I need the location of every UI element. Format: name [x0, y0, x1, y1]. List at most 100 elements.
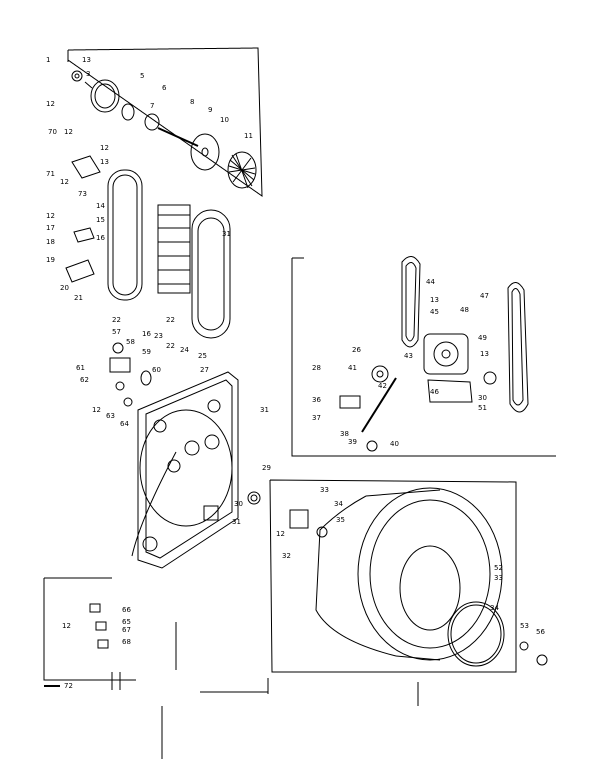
part-9-shaft [157, 127, 199, 147]
callout-24: 24 [180, 346, 189, 354]
part-3-hole [74, 73, 80, 79]
part-62-clip [115, 381, 125, 391]
blower-group-frame [67, 47, 263, 197]
leader [84, 81, 93, 89]
callout-42: 42 [378, 382, 387, 390]
part-47-belt-inner [511, 288, 524, 406]
callout-39: 39 [348, 438, 357, 446]
callout-16a: 16 [96, 234, 105, 242]
part-5-pulley [90, 79, 120, 113]
callout-30a: 30 [234, 500, 243, 508]
callout-12d: 12 [60, 178, 69, 186]
rear-panel-hole-4 [153, 419, 167, 433]
part-drum-front-inner [369, 499, 491, 649]
part-25-duct-outer [191, 209, 231, 339]
rear-panel-hole-1 [184, 440, 200, 456]
callout-58: 58 [126, 338, 135, 346]
callout-5: 5 [140, 72, 144, 80]
motor-shaft [441, 349, 451, 359]
callout-31c: 31 [232, 518, 241, 526]
callout-22c: 22 [166, 342, 175, 350]
callout-67: 67 [122, 626, 131, 634]
callout-26: 26 [352, 346, 361, 354]
callout-12f: 12 [92, 406, 101, 414]
callout-53: 53 [520, 622, 529, 630]
part-47-belt [507, 282, 529, 413]
callout-48: 48 [460, 306, 469, 314]
callout-15: 15 [96, 216, 105, 224]
rear-panel-hole-6 [142, 536, 158, 552]
callout-65: 65 [122, 618, 131, 626]
motor-group [291, 256, 556, 457]
callout-51: 51 [478, 404, 487, 412]
belt-idler-group [65, 155, 231, 407]
part-63-clip [123, 397, 133, 407]
callout-40: 40 [390, 440, 399, 448]
rear-panel-hole-2 [167, 459, 181, 473]
scan-marks [161, 622, 419, 759]
part-40-idler-pulley [366, 440, 378, 452]
callout-37: 37 [312, 414, 321, 422]
callout-12c: 12 [100, 144, 109, 152]
part-10-hub [201, 147, 209, 157]
callout-29: 29 [262, 464, 271, 472]
part-32-roller [316, 526, 328, 538]
part-30-bearing-inner [250, 494, 258, 502]
callout-20: 20 [60, 284, 69, 292]
callout-45: 45 [430, 308, 439, 316]
part-42-pulley [371, 365, 389, 383]
callout-34b: 34 [490, 604, 499, 612]
callout-70: 70 [48, 128, 57, 136]
part-48-motor [423, 333, 469, 375]
part-14-belt-inner [112, 174, 138, 296]
callout-23: 23 [154, 332, 163, 340]
callout-60: 60 [152, 366, 161, 374]
callout-44: 44 [426, 278, 435, 286]
part-58-switch [112, 342, 124, 354]
callout-30b: 30 [478, 394, 487, 402]
callout-7: 7 [150, 102, 154, 110]
callout-13a: 13 [82, 56, 91, 64]
part-50-pulley [483, 371, 497, 385]
blower-wheel-vanes [228, 153, 256, 189]
callout-6: 6 [162, 84, 167, 92]
callout-52: 52 [494, 564, 503, 572]
part-71-bracket [71, 155, 101, 179]
callout-46: 46 [430, 388, 439, 396]
callout-27: 27 [200, 366, 209, 374]
callout-73: 73 [78, 190, 87, 198]
callout-38: 38 [340, 430, 349, 438]
part-3-nut [71, 70, 83, 82]
part-42-pulley-hole [376, 370, 384, 378]
callout-8: 8 [190, 98, 194, 106]
callout-12e: 12 [46, 212, 55, 220]
part-37-idler-bracket [339, 395, 361, 409]
callout-19: 19 [46, 256, 55, 264]
part-17-bracket [73, 227, 95, 243]
callout-34a: 34 [334, 500, 343, 508]
part-68-clip [97, 639, 109, 649]
part-8-bearing [144, 113, 160, 131]
rear-panel-group [131, 371, 261, 569]
callout-10: 10 [220, 116, 229, 124]
part-67-clip [95, 621, 107, 631]
callout-25: 25 [198, 352, 207, 360]
motor-endbell [433, 341, 459, 367]
rear-panel-hole-3 [204, 434, 220, 450]
part-5-pulley-inner [94, 83, 116, 109]
callout-9: 9 [208, 106, 212, 114]
callout-12b: 12 [64, 128, 73, 136]
rear-panel-wire [131, 451, 177, 557]
callout-47: 47 [480, 292, 489, 300]
part-60-fuse [140, 370, 152, 386]
callout-59: 59 [142, 348, 151, 356]
part-27-rear-panel-inner [145, 379, 233, 559]
callout-33a: 33 [320, 486, 329, 494]
callout-13d: 13 [480, 350, 489, 358]
part-39-spring [361, 377, 397, 433]
inset-group [43, 577, 136, 690]
callout-1: 1 [46, 56, 50, 64]
part-25-duct-inner [197, 217, 225, 331]
